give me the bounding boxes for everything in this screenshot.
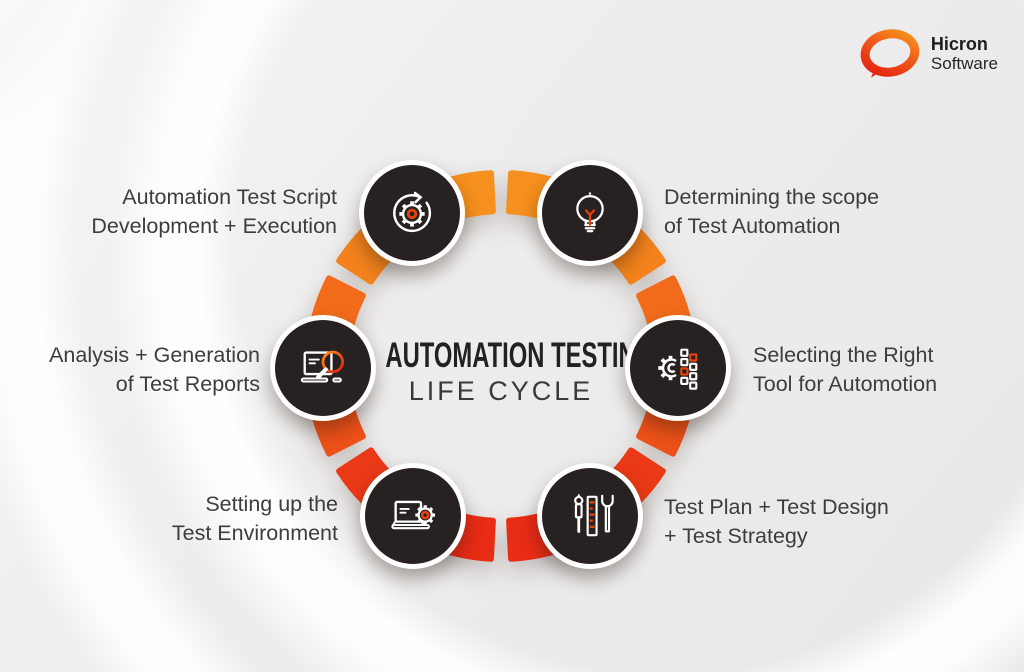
brand-logo: Hicron Software [858, 26, 998, 82]
lightbulb-icon [576, 192, 604, 233]
stage-node-test-reports [270, 315, 376, 421]
stage-node-test-plan [537, 463, 643, 569]
brand-name: Hicron Software [931, 34, 998, 74]
brand-line2: Software [930, 54, 998, 73]
label-line: Determining the scope [664, 185, 880, 209]
stage-label-determining-scope: Determining the scope of Test Automation [664, 183, 879, 241]
stage-label-test-reports: Analysis + Generation of Test Reports [49, 341, 260, 399]
label-line: Setting up the [205, 492, 338, 516]
stage-node-selecting-tool [625, 315, 731, 421]
label-line: of Test Reports [115, 372, 260, 396]
label-line: Test Plan + Test Design [664, 495, 889, 519]
diagram-center-text: AUTOMATION TESTING LIFE CYCLE [331, 338, 671, 407]
stage-node-determining-scope [537, 160, 643, 266]
stage-label-selecting-tool: Selecting the Right Tool for Automotion [753, 341, 937, 399]
label-line: Development + Execution [91, 214, 337, 238]
label-line: Test Environment [171, 521, 338, 545]
stage-label-test-environment: Setting up the Test Environment [172, 490, 338, 548]
stage-label-test-plan: Test Plan + Test Design + Test Strategy [664, 493, 889, 551]
diagram-title: AUTOMATION TESTING [385, 336, 655, 375]
label-line: of Test Automation [664, 214, 841, 238]
gear-refresh-icon [393, 191, 432, 233]
stage-label-script-development: Automation Test Script Development + Exe… [91, 183, 337, 241]
label-line: Automation Test Script [122, 185, 337, 209]
stage-node-script-development [359, 160, 465, 266]
laptop-search-icon [300, 350, 345, 383]
label-line: Tool for Automotion [753, 372, 938, 396]
label-line: Analysis + Generation [49, 343, 260, 367]
hicron-logo-icon [860, 29, 920, 78]
label-line: + Test Strategy [664, 524, 808, 548]
diagram-subtitle: LIFE CYCLE [408, 376, 594, 406]
gear-data-icon [658, 348, 698, 390]
brand-line1: Hicron [930, 34, 988, 54]
laptop-gear-icon [391, 500, 436, 530]
tools-icon [574, 494, 614, 537]
label-line: Selecting the Right [753, 343, 934, 367]
stage-node-test-environment [360, 463, 466, 569]
